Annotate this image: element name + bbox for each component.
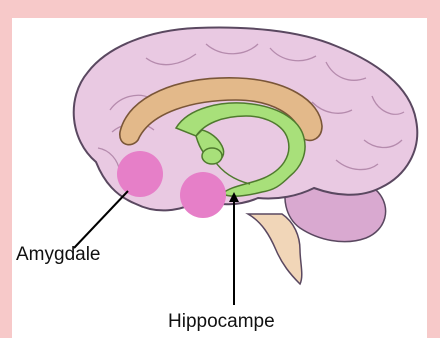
amygdala-marker-left [117,151,163,197]
hippocampe-label: Hippocampe [168,312,275,331]
amygdala-marker-right [180,172,226,218]
amygdale-label: Amygdale [16,245,101,264]
brainstem [248,214,302,284]
amygdale-leader-line [74,191,128,248]
